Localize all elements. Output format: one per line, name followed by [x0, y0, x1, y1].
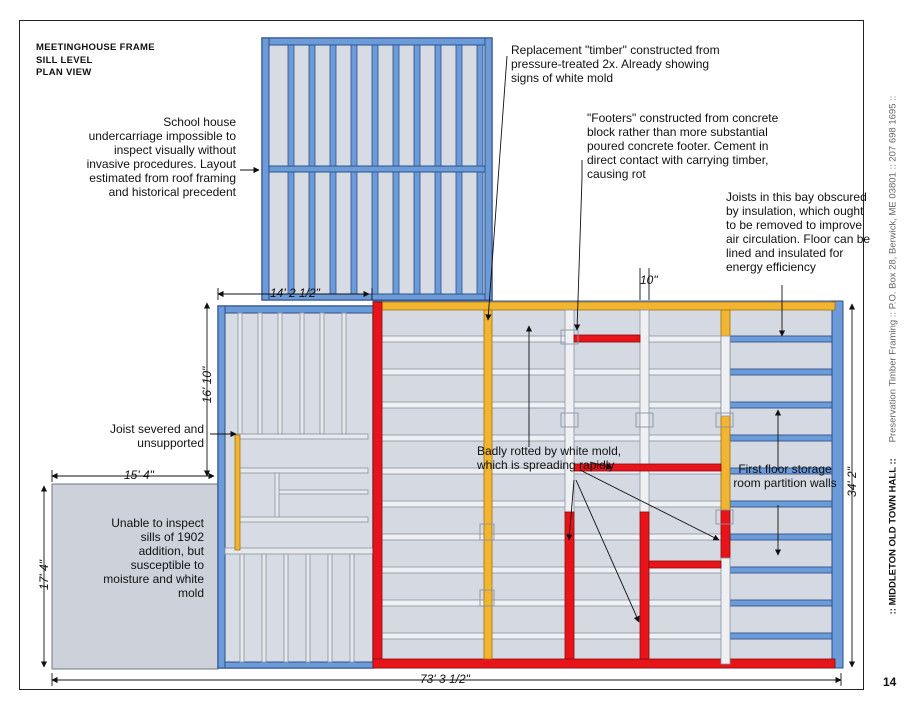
note-joist-severed: Joist severed and unsupported [109, 422, 204, 450]
left-section-joist [299, 312, 305, 435]
school-house-stud [455, 44, 463, 167]
left-section-joist [283, 553, 289, 663]
left-section-joist [257, 312, 263, 435]
bay-joist [729, 335, 833, 343]
dim-34-2: 34' 2" [845, 467, 859, 497]
bay-joist [729, 632, 833, 640]
page-border [19, 20, 864, 690]
contact-info: Preservation Timber Framing :: P.O. Box … [887, 95, 899, 443]
note-footers: "Footers" constructed from concrete bloc… [587, 111, 779, 181]
bay-joist [729, 434, 833, 442]
bay-joist [729, 368, 833, 376]
dim-17-4: 17' 4" [37, 560, 51, 590]
school-house-stud [371, 44, 379, 167]
bay-joist [729, 401, 833, 409]
rotted-timber-2 [639, 511, 650, 660]
school-house-stud [476, 171, 484, 295]
note-storage-room: First floor storage room partition walls [733, 462, 837, 490]
note-replacement-timber: Replacement "timber" constructed from pr… [511, 43, 720, 85]
school-house-stud [413, 171, 421, 295]
left-section-joist [319, 312, 325, 435]
drawing-title: MEETINGHOUSE FRAME SILL LEVEL PLAN VIEW [36, 42, 155, 80]
left-section-joist [341, 312, 347, 435]
rotted-timber-3 [720, 509, 731, 559]
left-section-joist [349, 553, 355, 663]
bay-joist [729, 599, 833, 607]
school-house-stud [350, 171, 358, 295]
rotted-sill-left [372, 301, 383, 669]
school-house-stud [329, 44, 337, 167]
note-addition-1902: Unable to inspect sills of 1902 addition… [103, 516, 204, 600]
dim-15-4: 15' 4" [124, 468, 154, 482]
left-section-joist [327, 553, 333, 663]
school-house-stud [287, 44, 295, 167]
title-line-2: SILL LEVEL [36, 54, 93, 66]
left-section-joist [261, 553, 267, 663]
school-house-stud [371, 171, 379, 295]
left-section-joist [305, 553, 311, 663]
school-house-stud [308, 44, 316, 167]
sidebar-credit: :: MIDDLETON OLD TOWN HALL :: Preservati… [888, 96, 899, 615]
left-section-joist [277, 312, 283, 435]
school-house-stud [413, 44, 421, 167]
school-house-stud [476, 44, 484, 167]
severed-joist [234, 434, 241, 551]
note-joists-bay: Joists in this bay obscured by insulatio… [726, 190, 871, 274]
rotted-timber-1 [564, 511, 575, 660]
left-section-joist [237, 312, 243, 435]
note-school-house: School house undercarriage impossible to… [86, 115, 236, 199]
org-name: :: MIDDLETON OLD TOWN HALL :: [887, 458, 899, 615]
note-rotted: Badly rotted by white mold, which is spr… [477, 444, 622, 472]
school-house-stud [434, 171, 442, 295]
title-line-3: PLAN VIEW [36, 67, 92, 78]
school-house-stud [287, 171, 295, 295]
school-house-stud [392, 44, 400, 167]
dim-10: 10" [640, 273, 658, 287]
school-house-stud [308, 171, 316, 295]
bay-joist [729, 500, 833, 508]
rotted-sill-bottom [372, 658, 836, 669]
bay-joist [729, 533, 833, 541]
dim-14-2: 14' 2 1/2" [270, 286, 320, 300]
addition-1902 [51, 483, 219, 670]
page-number: 14 [883, 675, 897, 689]
left-section-frame [217, 305, 374, 669]
school-house-stud [434, 44, 442, 167]
dim-16-10: 16' 10" [200, 366, 214, 404]
school-house-stud [392, 171, 400, 295]
bay-joist [729, 566, 833, 574]
school-house-stud [350, 44, 358, 167]
school-house-stud [329, 171, 337, 295]
school-house-frame [261, 37, 493, 301]
school-house-stud [455, 171, 463, 295]
main-section-frame [372, 300, 844, 669]
dim-73-3: 73' 3 1/2" [420, 672, 470, 686]
left-section-joist [239, 553, 245, 663]
title-line-1: MEETINGHOUSE FRAME [36, 42, 155, 53]
